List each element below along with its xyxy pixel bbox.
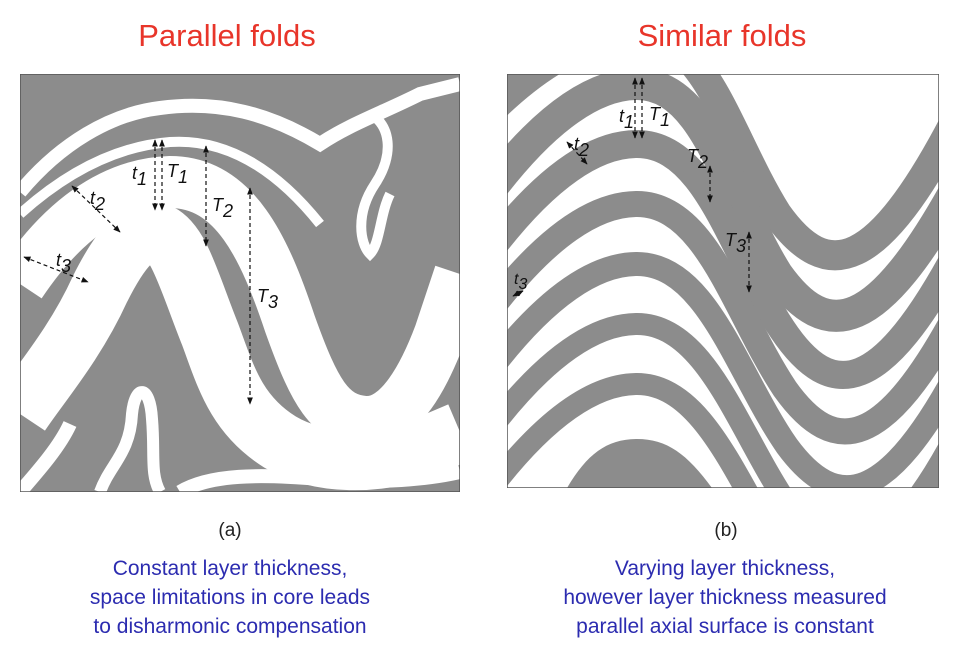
white-band [356,109,395,262]
label-t3: t3 [514,271,527,293]
similar-folds-diagram: t1 T1 t2 T2 t3 T3 [507,74,939,488]
grey-layer [507,312,939,488]
t2-arrow [566,141,588,165]
grey-core [567,439,712,488]
caption-similar-folds: Varying layer thickness, however layer t… [505,554,945,641]
grey-layer [507,74,939,271]
caption-line: parallel axial surface is constant [576,615,874,638]
label-t2: t2 [574,134,589,160]
white-band [20,202,460,491]
caption-line: space limitations in core leads [89,586,371,609]
caption-line: however layer thickness measured [563,586,887,609]
caption-line: to disharmonic compensation [93,615,367,638]
label-T3: T3 [725,230,746,256]
label-t1: t1 [132,163,147,189]
white-band [20,420,77,492]
t3-arrow [23,256,89,283]
grey-layer [507,251,939,488]
caption-line: Constant layer thickness, [112,557,348,580]
white-band [20,77,460,197]
white-band [94,386,166,492]
caption-line: Varying layer thickness, [614,557,836,580]
sublabel-b: (b) [714,520,738,541]
grey-layer [507,74,939,332]
title-parallel-folds: Parallel folds [138,18,316,53]
label-t1: t1 [619,106,634,132]
grey-layer [507,372,758,488]
label-T2: T2 [687,146,708,172]
white-band [20,136,324,228]
parallel-folds-diagram: t1 T1 t2 T2 t3 T3 [20,74,460,492]
label-t2: t2 [90,188,105,214]
white-band [176,465,460,492]
grey-layer [507,190,939,445]
label-T1: T1 [167,161,188,187]
sublabel-a: (a) [218,520,242,541]
label-T2: T2 [212,195,233,221]
label-T1: T1 [649,104,670,130]
label-t3: t3 [56,250,71,276]
t3-arrow [512,290,524,297]
title-similar-folds: Similar folds [637,18,807,53]
label-T3: T3 [257,286,278,312]
caption-parallel-folds: Constant layer thickness, space limitati… [20,554,440,641]
